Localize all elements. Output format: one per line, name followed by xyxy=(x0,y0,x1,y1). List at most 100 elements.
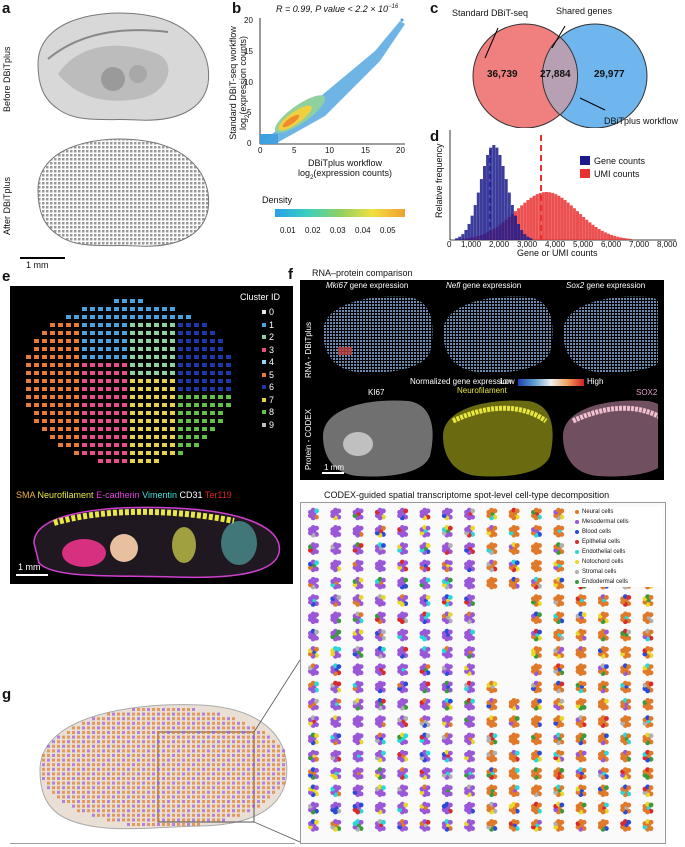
overview-spot xyxy=(277,758,280,762)
cell-dot xyxy=(403,698,409,704)
overview-spot xyxy=(272,744,275,748)
cluster-spot xyxy=(42,355,47,359)
spot-pie-cluster xyxy=(642,784,654,798)
overview-spot xyxy=(172,740,175,744)
cell-dot xyxy=(447,733,453,739)
cell-dot xyxy=(314,508,319,514)
overview-spot xyxy=(117,717,120,721)
overview-spot xyxy=(202,818,205,822)
cluster-spot xyxy=(114,379,119,383)
cell-dot xyxy=(492,543,498,548)
overview-spot xyxy=(87,795,90,799)
overview-spot xyxy=(222,767,225,771)
cluster-legend-item: 8 xyxy=(262,406,290,419)
cell-dot xyxy=(464,565,469,571)
overview-spot xyxy=(257,763,260,767)
overview-spot xyxy=(177,809,180,813)
cell-dot xyxy=(530,720,536,726)
cluster-spot xyxy=(122,451,127,455)
spot-pie-cluster xyxy=(397,732,409,746)
cluster-spot xyxy=(178,331,183,335)
overview-spot xyxy=(152,781,155,785)
cell-dot xyxy=(447,664,453,670)
cell-dot xyxy=(397,547,402,553)
cell-dot xyxy=(537,629,542,635)
overview-spot xyxy=(267,781,270,785)
cell-dot xyxy=(575,599,581,605)
cell-dot xyxy=(381,525,386,531)
overview-spot xyxy=(97,740,100,744)
cluster-spot xyxy=(114,371,119,375)
overview-spot xyxy=(42,758,45,762)
cell-dot xyxy=(336,629,342,635)
cell-dot xyxy=(381,508,386,514)
overview-spot xyxy=(202,758,205,762)
overview-spot xyxy=(102,781,105,785)
overview-spot xyxy=(222,795,225,799)
overview-spot xyxy=(62,749,65,753)
overview-spot xyxy=(187,731,190,734)
overview-spot xyxy=(102,786,105,790)
cell-dot xyxy=(642,720,648,726)
overview-spot xyxy=(157,813,160,817)
overview-spot xyxy=(192,712,195,716)
cluster-spot xyxy=(34,387,39,391)
overview-spot xyxy=(147,781,150,785)
spot-pie-cluster xyxy=(508,697,520,711)
overview-spot xyxy=(82,726,85,730)
cell-dot xyxy=(597,703,603,709)
cluster-spot xyxy=(170,355,175,359)
cell-dot xyxy=(642,790,648,795)
cluster-spot xyxy=(74,435,79,439)
cell-dot xyxy=(597,824,603,830)
panel-label-e: e xyxy=(2,268,11,285)
overview-spot xyxy=(202,790,205,794)
overview-spot xyxy=(217,712,220,716)
overview-spot xyxy=(112,763,115,767)
cell-dot xyxy=(330,703,336,709)
cell-dot xyxy=(559,733,565,739)
overview-spot xyxy=(237,731,240,734)
overview-spot xyxy=(197,754,200,757)
histogram-bar xyxy=(467,223,471,240)
overview-spot xyxy=(207,818,210,822)
overview-spot xyxy=(217,754,220,757)
overview-spot xyxy=(197,804,200,808)
overview-spot xyxy=(102,749,105,753)
cell-dot xyxy=(307,703,313,709)
overview-spot xyxy=(142,763,145,767)
cell-dot xyxy=(575,824,581,830)
overview-spot xyxy=(72,744,75,748)
cluster-spot xyxy=(74,371,79,375)
cell-dot xyxy=(397,513,402,519)
spot-pie-cluster xyxy=(530,801,542,815)
overview-spot xyxy=(112,790,115,794)
spot-pie-cluster xyxy=(620,697,632,711)
spot-pie-cluster xyxy=(553,767,565,780)
overview-spot xyxy=(197,772,200,776)
overview-spot xyxy=(127,763,130,767)
overview-spot xyxy=(97,735,100,739)
overview-spot xyxy=(127,777,130,780)
overview-spot xyxy=(207,795,210,799)
cell-dot xyxy=(464,547,469,553)
cell-dot xyxy=(553,617,559,622)
overview-spot xyxy=(217,809,220,813)
overview-spot xyxy=(147,740,150,744)
overview-spot xyxy=(92,735,95,739)
norm-low: Low xyxy=(500,377,515,386)
cluster-spot xyxy=(82,451,87,455)
cluster-spot xyxy=(106,339,111,343)
cluster-spot xyxy=(106,323,111,327)
histogram xyxy=(449,130,676,241)
spot-pie-cluster xyxy=(374,715,386,728)
cluster-spot xyxy=(90,347,95,351)
cell-dot xyxy=(381,664,386,670)
spot-pie-cluster xyxy=(486,767,498,780)
cluster-spot xyxy=(218,387,223,391)
overview-spot xyxy=(92,813,95,817)
cluster-spot xyxy=(154,427,159,431)
cluster-spot xyxy=(122,331,127,335)
overview-spot xyxy=(87,749,90,753)
density-tick-3: 0.03 xyxy=(330,226,346,235)
